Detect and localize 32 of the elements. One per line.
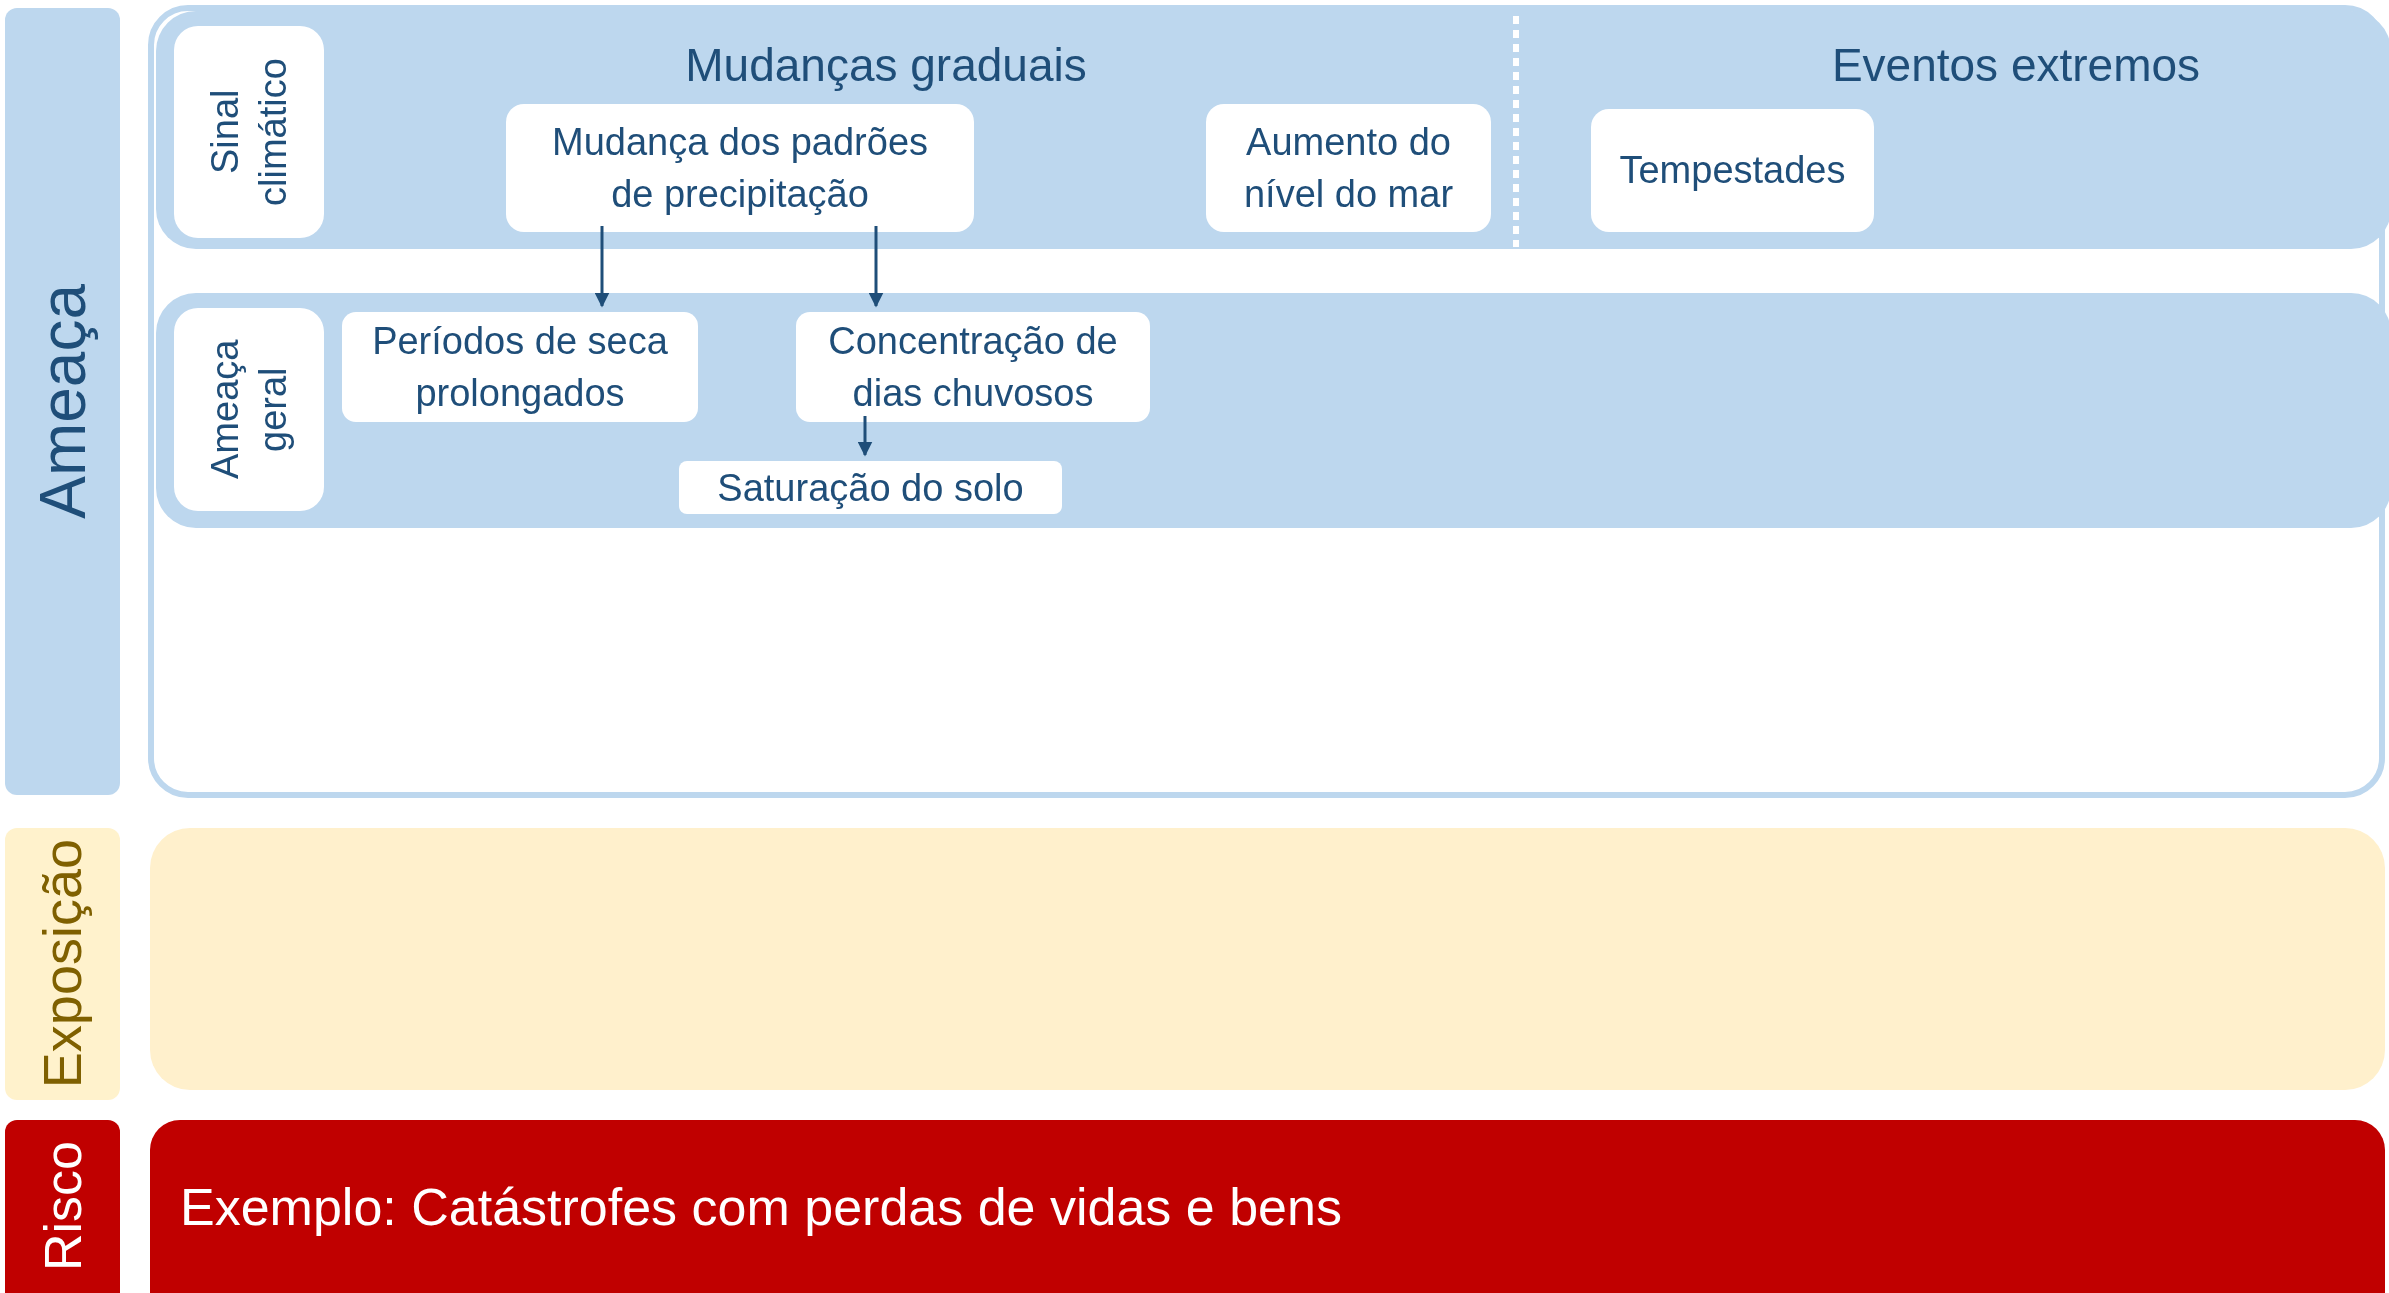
side-label-bar [5,828,120,1100]
arrow [594,226,610,308]
column-heading: Mudanças graduais [684,38,1088,93]
box-text: Exemplo: Catástrofes com perdas de vidas e bens [180,1176,1342,1238]
risk-panel [150,1120,2385,1293]
process-box [342,312,698,422]
process-box [1591,109,1874,232]
vertical-label: Risco [32,1141,93,1272]
box-text: Períodos de seca prolongados [371,318,669,416]
process-box [679,461,1062,514]
arrow [857,416,873,457]
process-box [1206,104,1491,232]
process-box [506,104,974,232]
band-panel [156,11,2389,249]
row-label-box [174,308,324,511]
side-label-bar [5,8,120,795]
vertical-label: Sinal climático [202,57,294,208]
box-text: Tempestades [1619,148,1846,194]
box-text: Concentração de dias chuvosos [827,318,1119,416]
column-heading: Eventos extremos [1830,38,2202,93]
vertical-label: Exposição [31,839,93,1089]
vertical-label: Ameaça [25,284,100,519]
box-text: Saturação do solo [717,468,1024,507]
vertical-label: Ameaça geral [202,338,295,482]
box-text: Aumento do nível do mar [1242,119,1455,217]
row-label-box [174,26,324,238]
side-label-bar [5,1120,120,1293]
box-text: Mudança dos padrões de precipitação [551,119,929,217]
process-box [796,312,1150,422]
arrow [868,226,884,308]
exposure-panel [150,828,2385,1090]
band-panel [156,293,2389,528]
